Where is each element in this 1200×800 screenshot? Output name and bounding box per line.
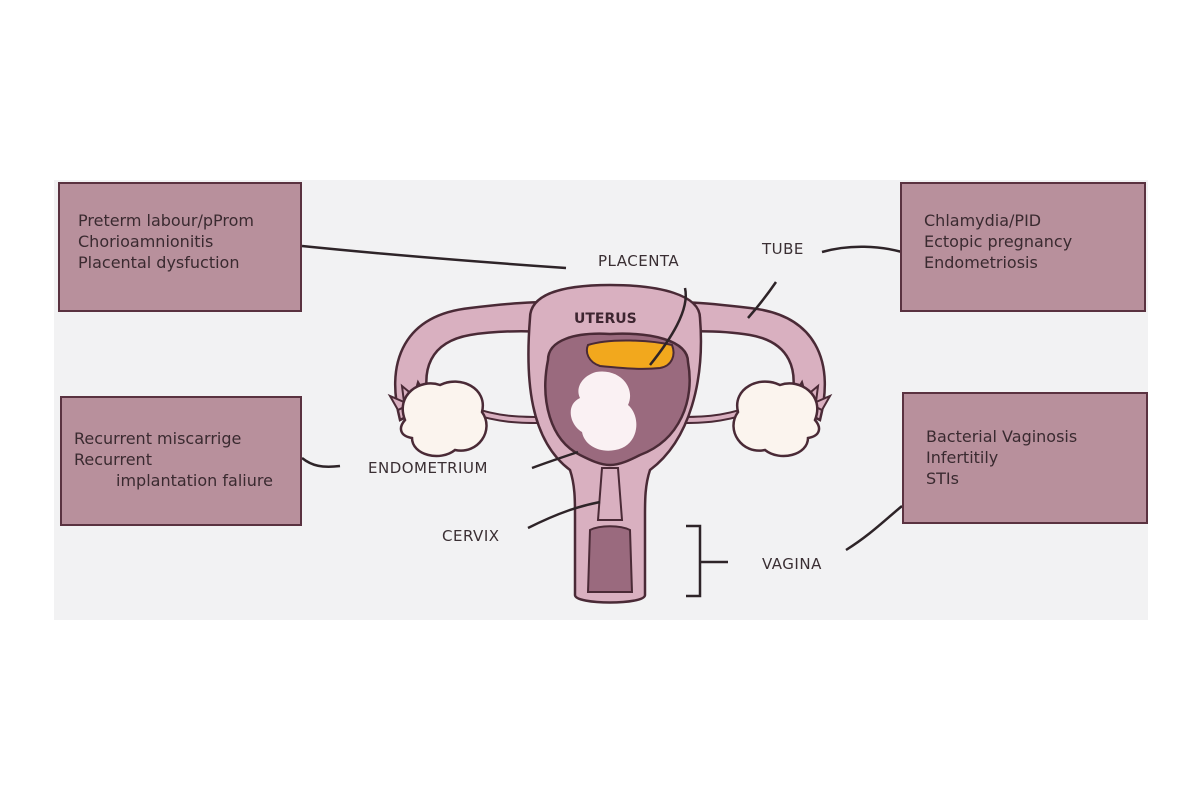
vagina-bracket (686, 524, 728, 598)
label-uterus: UTERUS (574, 311, 637, 327)
right-ovary (732, 380, 821, 458)
box-line: Recurrent miscarrige (74, 429, 242, 448)
fetus-shape (570, 371, 637, 451)
box-line: Bacterial Vaginosis (926, 427, 1078, 446)
vaginal-canal (586, 525, 634, 593)
left-ovary (399, 380, 488, 458)
pointer-placenta (649, 287, 688, 366)
pointer-cervix (527, 500, 601, 530)
box-tube-conditions: Chlamydia/PID Ectopic pregnancy Endometr… (900, 182, 1146, 312)
box-line: Infertitily (926, 448, 999, 467)
box-placenta-conditions: Preterm labour/pProm Chorioamnionitis Pl… (58, 182, 302, 312)
label-cervix: CERVIX (442, 527, 500, 545)
box-line: Placental dysfuction (78, 253, 240, 272)
label-endometrium: ENDOMETRIUM (368, 459, 488, 477)
connector-endometrium-box (301, 457, 341, 468)
connector-placenta-box (301, 244, 567, 270)
pointer-tube (747, 281, 778, 319)
box-endometrium-conditions: Recurrent miscarrige Recurrent implantat… (60, 396, 302, 526)
connector-vagina-box (845, 505, 903, 552)
label-vagina: VAGINA (762, 555, 822, 573)
box-vagina-conditions: Bacterial Vaginosis Infertitily STIs (902, 392, 1148, 524)
box-line: Chorioamnionitis (78, 232, 214, 251)
placenta-shape (585, 339, 675, 370)
pointer-endometrium (531, 450, 579, 470)
box-line: Chlamydia/PID (924, 211, 1042, 230)
box-line: Preterm labour/pProm (78, 211, 254, 230)
label-placenta: PLACENTA (598, 252, 680, 270)
box-line: implantation faliure (116, 471, 273, 490)
connector-tube-box (821, 245, 903, 254)
label-tube: TUBE (762, 240, 804, 258)
box-line: Ectopic pregnancy (924, 232, 1073, 251)
box-line: Endometriosis (924, 253, 1038, 272)
cervical-canal (596, 467, 624, 521)
box-line: STIs (926, 469, 959, 488)
box-line: Recurrent (74, 450, 152, 469)
